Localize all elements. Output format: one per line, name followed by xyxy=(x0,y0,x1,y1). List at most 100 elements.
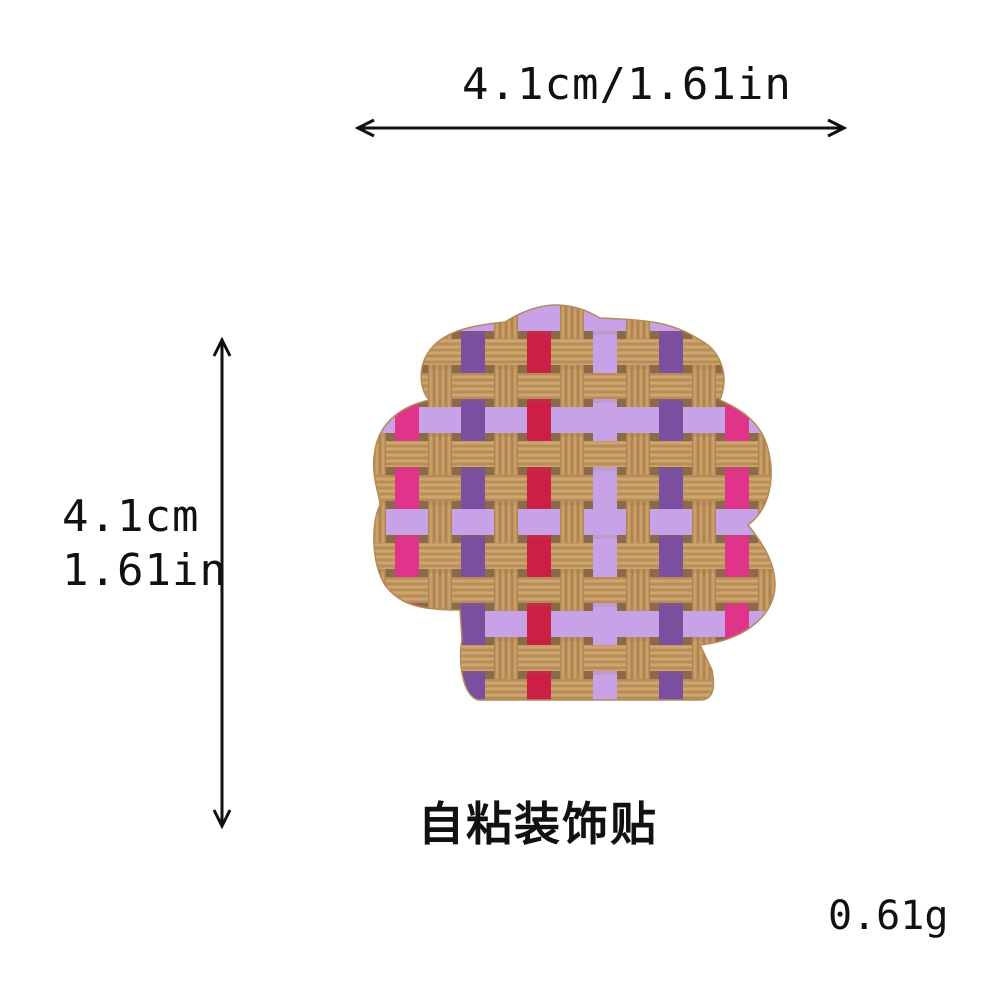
weave-vertical-strand xyxy=(758,641,775,679)
weave-vertical-strand xyxy=(494,505,518,543)
weave-vertical-strand xyxy=(725,675,749,700)
weave-vertical-strand xyxy=(560,505,584,543)
height-in-label: 1.61in xyxy=(62,545,227,596)
product-caption: 自粘装饰贴 xyxy=(418,797,658,851)
weave-vertical-strand xyxy=(527,335,551,373)
weave-vertical-strand xyxy=(626,369,650,407)
weave-vertical-strand-gap xyxy=(626,705,650,713)
weave-vertical-strand xyxy=(373,437,386,475)
weave-vertical-strand xyxy=(725,539,749,577)
weave-vertical-strand xyxy=(373,369,386,407)
weave-vertical-strand-gap xyxy=(395,331,419,339)
weave-horizontal-strand xyxy=(373,679,775,700)
weave-vertical-strand xyxy=(626,641,650,679)
weave-horizontal-strand xyxy=(373,407,775,433)
weave-vertical-strand xyxy=(560,573,584,611)
weave-vertical-strand xyxy=(560,369,584,407)
weave-vertical-strand-gap xyxy=(362,705,386,713)
height-dimension-label: 4.1cm 1.61in xyxy=(62,490,227,598)
weave-vertical-strand xyxy=(692,573,716,611)
weave-vertical-strand xyxy=(659,675,683,700)
weave-vertical-strand xyxy=(494,641,518,679)
width-arrow xyxy=(354,118,848,138)
weave-vertical-strand xyxy=(461,335,485,373)
weave-vertical-strand xyxy=(461,607,485,645)
weave-vertical-strand-gap xyxy=(725,671,749,679)
weave-vertical-strand xyxy=(725,335,749,373)
weave-vertical-strand xyxy=(659,471,683,509)
weave-vertical-strand xyxy=(373,304,386,339)
weave-vertical-strand xyxy=(659,607,683,645)
weave-vertical-strand xyxy=(428,369,452,407)
weave-vertical-strand xyxy=(428,641,452,679)
weave-vertical-strand xyxy=(428,437,452,475)
weave-vertical-strand xyxy=(428,304,452,339)
weave-vertical-strand xyxy=(758,304,775,339)
weave-vertical-strand-gap xyxy=(725,331,749,339)
weave-vertical-strand xyxy=(593,539,617,577)
weave-vertical-strand-gap xyxy=(373,637,386,645)
weave-vertical-strand xyxy=(560,304,584,339)
weave-strands xyxy=(362,304,782,713)
weave-vertical-strand xyxy=(494,304,518,339)
weave-vertical-strand-gap xyxy=(758,637,775,645)
weave-vertical-strand xyxy=(692,304,716,339)
height-arrow xyxy=(212,336,232,830)
patch-outline xyxy=(372,304,776,701)
weave-vertical-strand xyxy=(527,607,551,645)
weave-vertical-strand xyxy=(527,403,551,441)
width-dimension-label: 4.1cm/1.61in xyxy=(462,59,792,110)
weave-horizontal-strand xyxy=(373,475,775,501)
weave-vertical-strand xyxy=(692,437,716,475)
weight-label: 0.61g xyxy=(828,893,949,939)
weave-vertical-strand xyxy=(626,573,650,611)
weave-vertical-strand xyxy=(461,403,485,441)
weave-horizontal-strand xyxy=(373,339,775,365)
weave-vertical-strand xyxy=(373,641,386,679)
weave-vertical-strand xyxy=(626,437,650,475)
weave-vertical-strand xyxy=(692,369,716,407)
weave-vertical-strand-gap xyxy=(758,365,775,373)
weave-vertical-strand xyxy=(527,471,551,509)
weave-vertical-strand xyxy=(593,403,617,441)
weave-vertical-strand xyxy=(428,573,452,611)
weave-vertical-strand xyxy=(395,403,419,441)
weave-vertical-strand xyxy=(593,471,617,509)
weave-vertical-strand-gap xyxy=(428,705,452,713)
weave-vertical-strand xyxy=(494,369,518,407)
weave-vertical-strand xyxy=(527,675,551,700)
weave-vertical-strand xyxy=(395,335,419,373)
weave-vertical-strand-gap xyxy=(373,365,386,373)
weave-vertical-strand-gap xyxy=(758,705,782,713)
weave-vertical-strand xyxy=(593,335,617,373)
weave-vertical-strand xyxy=(725,471,749,509)
weave-vertical-strand xyxy=(626,505,650,543)
weave-vertical-strand xyxy=(560,437,584,475)
weave-vertical-strand xyxy=(461,539,485,577)
height-cm-label: 4.1cm xyxy=(62,491,200,542)
weave-vertical-strand-gap xyxy=(395,671,419,679)
weave-vertical-strand xyxy=(659,335,683,373)
weave-vertical-strand-gap xyxy=(692,705,716,713)
weave-vertical-strand xyxy=(395,539,419,577)
weave-vertical-strand xyxy=(560,641,584,679)
weave-vertical-strand xyxy=(428,505,452,543)
weave-vertical-strand-gap xyxy=(560,705,584,713)
weave-vertical-strand xyxy=(494,573,518,611)
weave-vertical-strand xyxy=(758,573,775,611)
weave-vertical-strand xyxy=(692,505,716,543)
weave-vertical-strand xyxy=(395,675,419,700)
weave-vertical-strand xyxy=(494,437,518,475)
weave-vertical-strand xyxy=(659,403,683,441)
weave-vertical-strand-gap xyxy=(395,603,419,611)
weave-vertical-strand xyxy=(395,471,419,509)
weave-vertical-strand xyxy=(659,539,683,577)
weave-vertical-strand xyxy=(461,675,485,700)
weave-vertical-strand xyxy=(593,675,617,700)
weave-vertical-strand xyxy=(527,539,551,577)
weave-vertical-strand-gap xyxy=(428,637,452,645)
weave-vertical-strand xyxy=(461,471,485,509)
weave-horizontal-strand xyxy=(373,543,775,569)
weave-vertical-strand-gap xyxy=(494,705,518,713)
